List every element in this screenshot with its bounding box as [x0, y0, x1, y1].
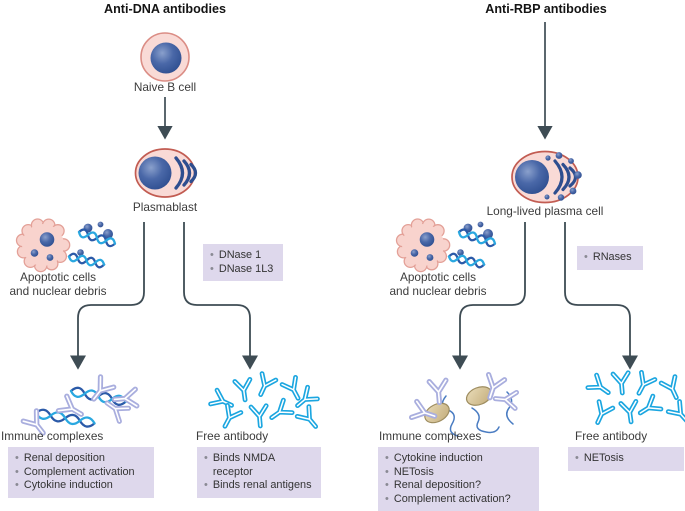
debris-label-left-line2: and nuclear debris: [9, 283, 107, 298]
plasmablast-label: Plasmablast: [132, 200, 198, 214]
dnase-enzyme-box: DNase 1 DNase 1L3: [203, 244, 283, 282]
debris-illustration-left: [17, 219, 117, 272]
immune-complexes-effects-box-right: Cytokine induction NETosis Renal deposit…: [378, 447, 539, 511]
long-lived-plasma-cell-illustration: [511, 150, 582, 204]
branch-arrow-left-to-free-antibody: [183, 222, 259, 370]
immune-complexes-label-left: Immune complexes: [1, 429, 104, 443]
debris-label-right-line2: and nuclear debris: [389, 283, 487, 298]
bullet-item: NETosis: [385, 466, 533, 480]
bullet-item: Renal deposition: [15, 452, 148, 466]
bullet-item: DNase 1: [210, 249, 277, 263]
debris-illustration-right: [397, 219, 497, 272]
bullet-item: Renal deposition?: [385, 479, 533, 493]
free-antibody-illustration-left: [211, 374, 322, 432]
branch-arrow-right-to-immune-complexes: [451, 222, 526, 370]
plasmablast-illustration: [134, 148, 198, 198]
panel-title-anti-rbp: Anti-RBP antibodies: [485, 2, 607, 16]
bullet-item: DNase 1L3: [210, 263, 277, 277]
bullet-item: Binds NMDA receptor: [204, 452, 315, 479]
free-antibody-effects-box-right: NETosis: [568, 447, 684, 471]
immune-complexes-effects-box-left: Renal deposition Complement activation C…: [8, 447, 154, 498]
branch-arrow-left-to-immune-complexes: [69, 222, 145, 370]
panel-title-anti-dna: Anti-DNA antibodies: [104, 2, 226, 16]
debris-label-right: Apoptotic cells and nuclear debris: [379, 270, 497, 298]
free-antibody-illustration-right: [588, 372, 685, 426]
naive-b-cell-label: Naive B cell: [133, 80, 197, 94]
immune-complexes-illustration-right: [412, 375, 517, 437]
free-antibody-label-left: Free antibody: [196, 429, 269, 443]
debris-label-left: Apoptotic cells and nuclear debris: [0, 270, 116, 298]
long-lived-plasma-cell-label: Long-lived plasma cell: [486, 204, 604, 218]
bullet-item: NETosis: [575, 452, 678, 466]
bullet-item: Complement activation?: [385, 493, 533, 507]
branch-arrow-right-to-free-antibody: [564, 222, 639, 370]
bullet-item: Cytokine induction: [385, 452, 533, 466]
debris-label-left-line1: Apoptotic cells: [19, 270, 97, 284]
free-antibody-label-right: Free antibody: [575, 429, 648, 443]
bullet-item: Binds renal antigens: [204, 479, 315, 493]
free-antibody-effects-box-left: Binds NMDA receptor Binds renal antigens: [197, 447, 321, 498]
rnase-enzyme-box: RNases: [577, 246, 643, 270]
bullet-item: RNases: [584, 251, 637, 265]
bullet-item: Cytokine induction: [15, 479, 148, 493]
bullet-item: Complement activation: [15, 466, 148, 480]
debris-label-right-line1: Apoptotic cells: [399, 270, 477, 284]
immune-complexes-label-right: Immune complexes: [379, 429, 482, 443]
naive-b-cell-illustration: [140, 32, 190, 82]
